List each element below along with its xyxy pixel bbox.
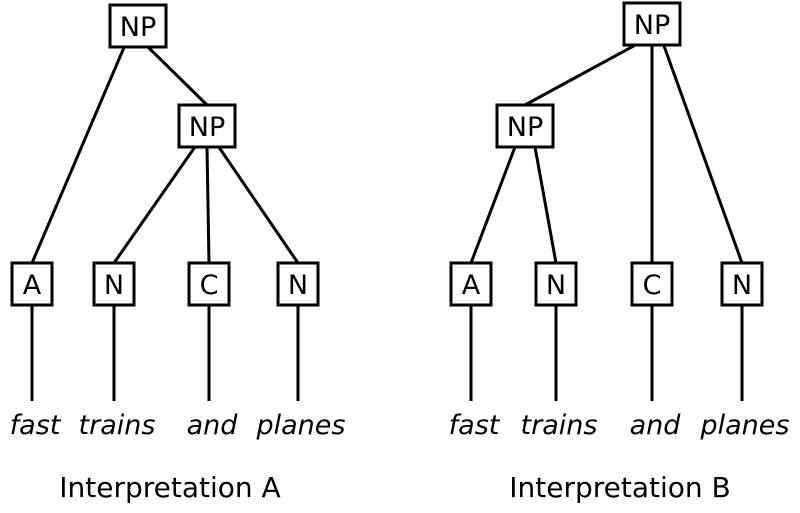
tree-node-label-n2: N: [288, 270, 308, 301]
tree-node-box-a: [10, 261, 54, 307]
tree-node-box-root: [108, 3, 168, 49]
tree-edge: [146, 45, 209, 107]
tree-node-box-c: [187, 261, 231, 307]
tree-node-label-root: NP: [120, 12, 156, 43]
tree-edge: [112, 146, 197, 264]
tree-node-box-n2: [276, 261, 320, 307]
tree-node-label-c: C: [643, 270, 662, 301]
tree-node-label-n1: N: [546, 270, 566, 301]
tree-edge: [469, 146, 517, 264]
tree-node-box-np2: [495, 103, 555, 149]
tree-node-box-n1: [534, 261, 578, 307]
tree-edge: [524, 43, 637, 107]
tree-node-box-np2: [177, 103, 237, 149]
tree-edge: [217, 146, 300, 264]
tree-interpretation-a: fast trains and planes NP NP A N C N Interpretatio…: [10, 3, 346, 504]
leaf-word: fast: [449, 410, 501, 441]
tree-edge: [662, 44, 744, 264]
leaf-word: fast: [10, 410, 62, 441]
leaf-word: and: [187, 410, 239, 441]
tree-node-label-n1: N: [104, 270, 124, 301]
tree-node-label-np2: NP: [507, 112, 543, 143]
leaf-word: and: [630, 410, 682, 441]
tree-edge: [30, 46, 126, 264]
tree-node-label-n2: N: [732, 270, 752, 301]
tree-edge: [533, 146, 558, 264]
tree-caption: Interpretation B: [509, 471, 731, 504]
tree-node-label-c: C: [200, 270, 219, 301]
tree-node-label-root: NP: [634, 10, 670, 41]
leaf-word: trains: [521, 410, 598, 441]
tree-node-label-a: A: [462, 270, 481, 301]
leaf-word: trains: [79, 410, 156, 441]
tree-node-label-np2: NP: [189, 112, 225, 143]
tree-node-label-a: A: [23, 270, 42, 301]
leaf-word: planes: [256, 410, 346, 441]
tree-caption: Interpretation A: [59, 471, 280, 504]
tree-edge: [205, 146, 211, 264]
tree-node-box-n1: [92, 261, 136, 307]
tree-node-box-n2: [720, 261, 764, 307]
tree-node-box-a: [449, 261, 493, 307]
tree-node-box-c: [630, 261, 674, 307]
tree-node-box-root: [622, 1, 682, 47]
tree-interpretation-b: fast trains and planes NP NP A N C N Interpretatio…: [449, 1, 790, 504]
leaf-word: planes: [700, 410, 790, 441]
